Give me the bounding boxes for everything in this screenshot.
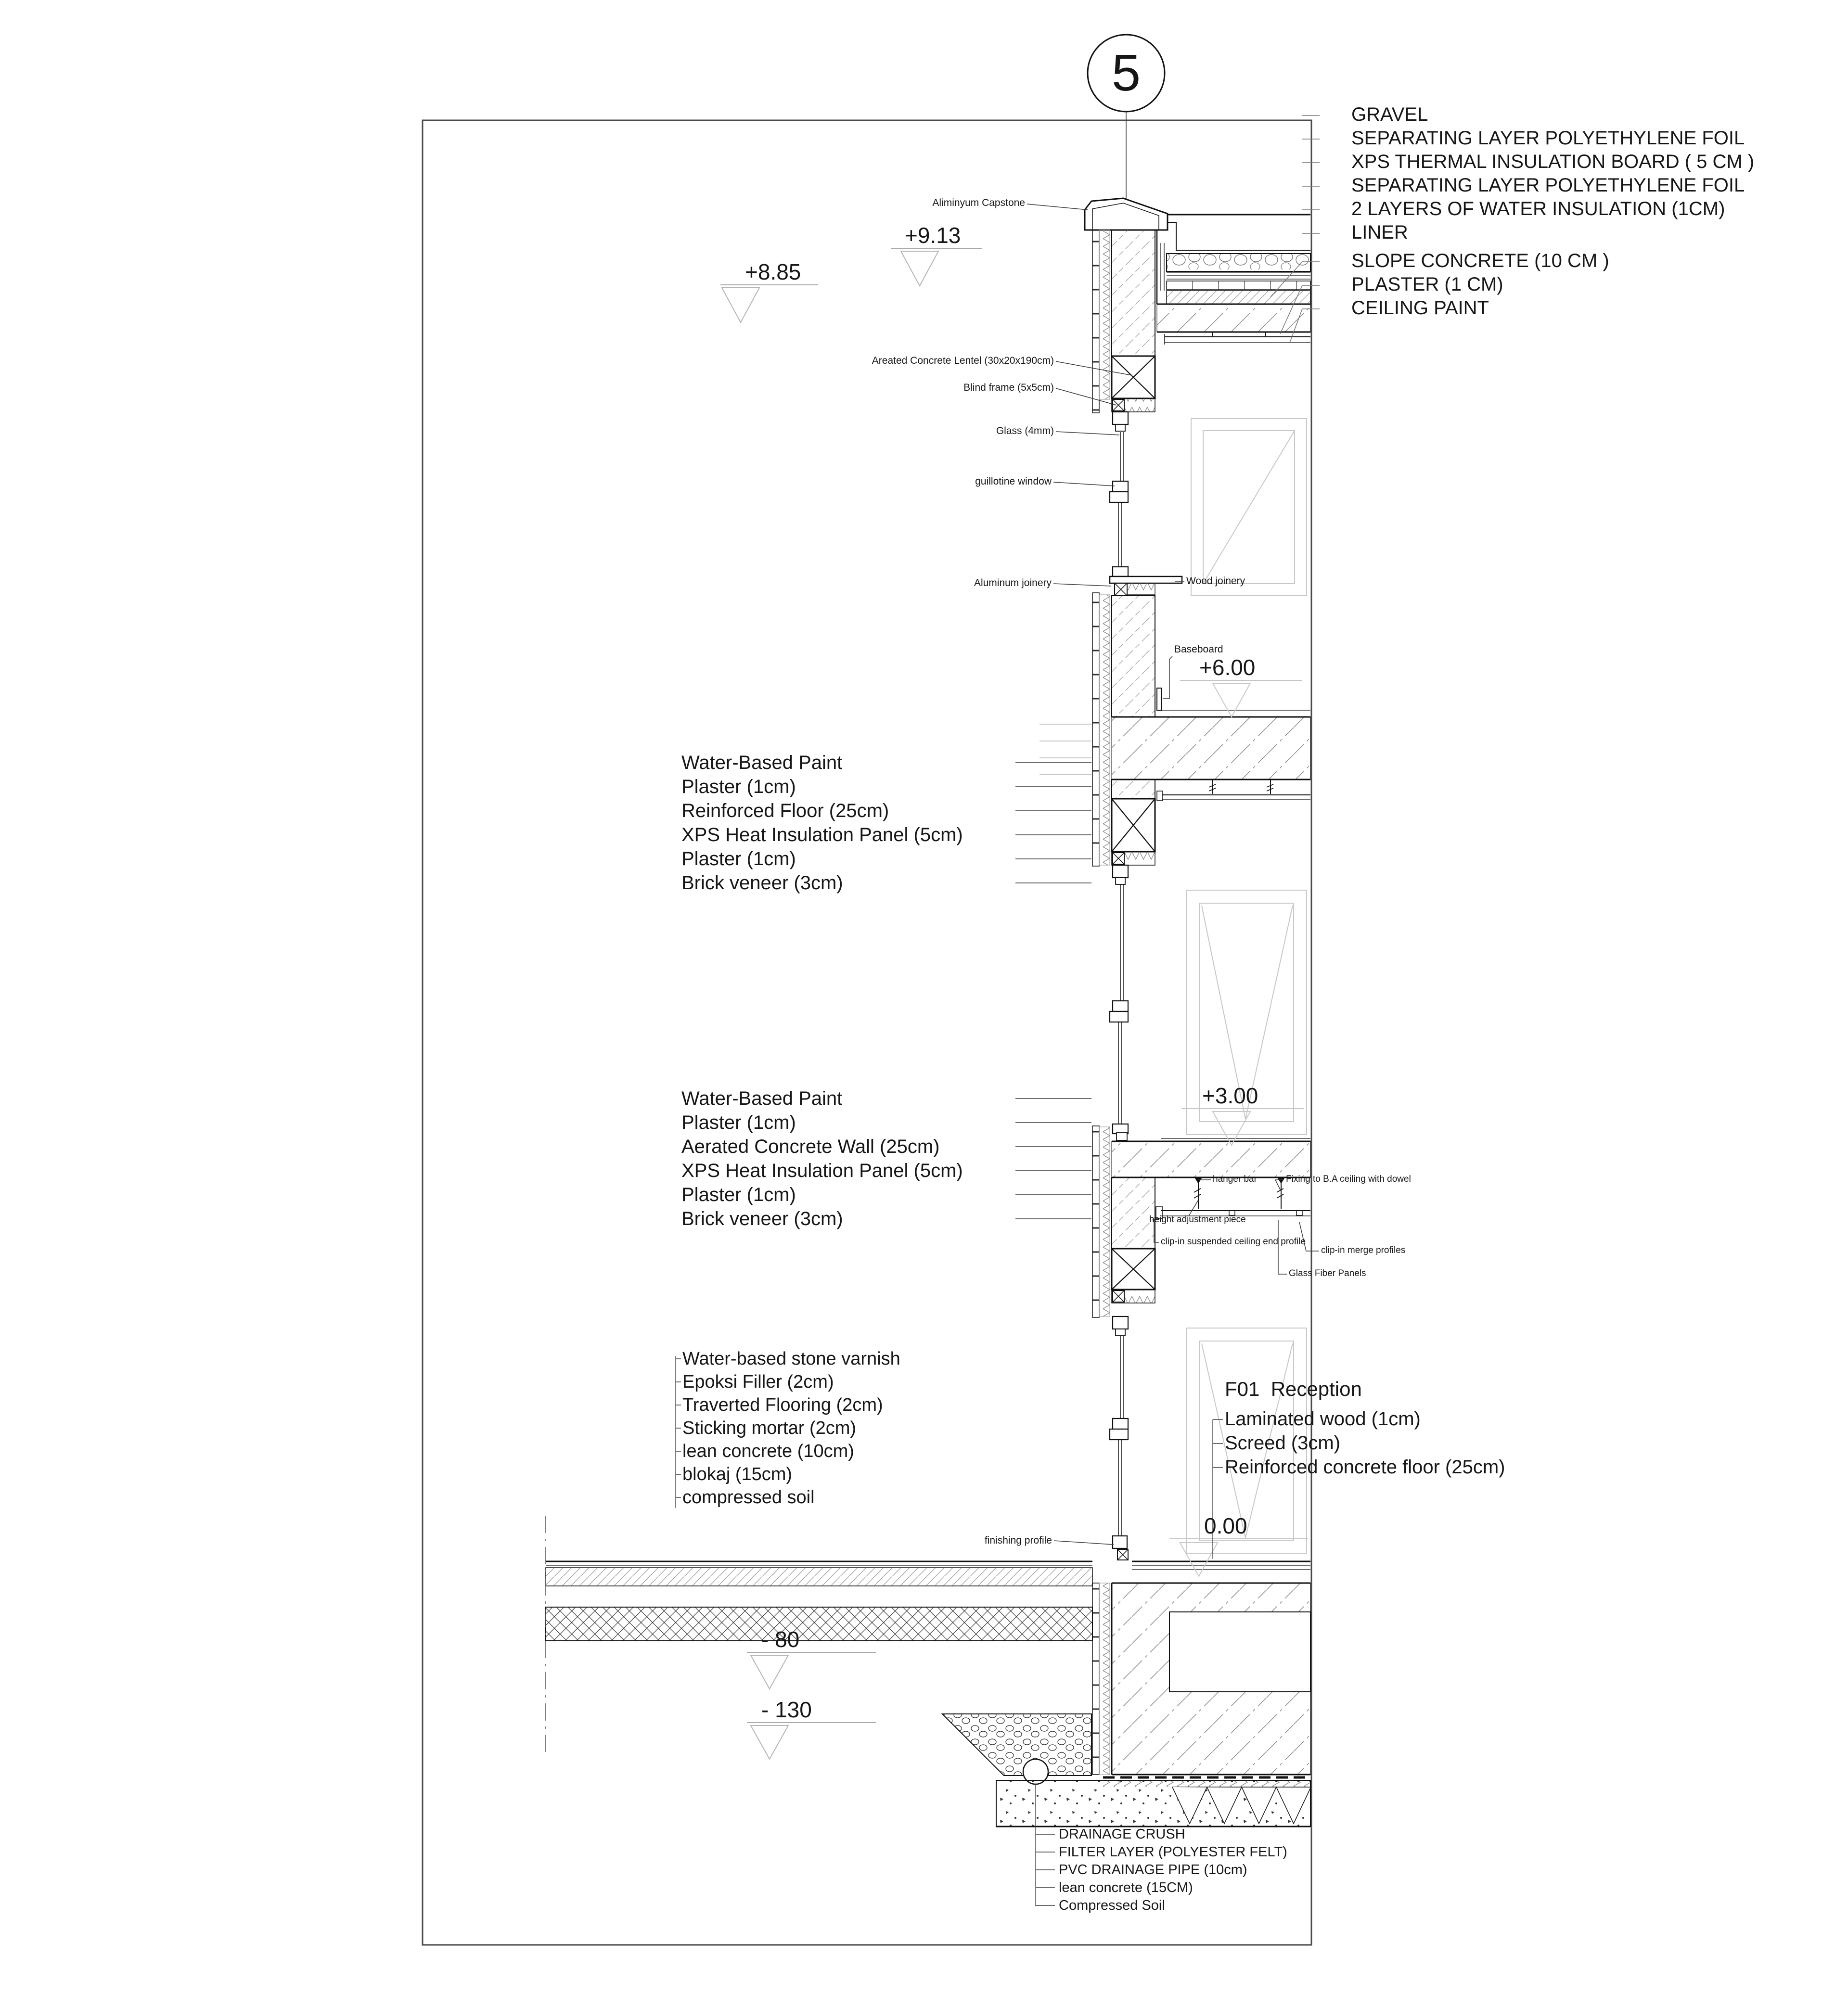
roof-layer: PLASTER (1 CM) [1351,274,1503,295]
roof-layer: LINER [1351,222,1408,243]
lower-wall-layer-list: Water-Based Paint Plaster (1cm) Aerated … [681,1086,963,1231]
reception-layer: Screed (3cm) [1225,1432,1341,1454]
upper-wall-layer-list: Water-Based Paint Plaster (1cm) Reinforc… [681,751,963,895]
floor-layer: compressed soil [682,1487,815,1508]
floor-layer: Traverted Flooring (2cm) [682,1395,883,1415]
foundation-layer: FILTER LAYER (POLYESTER FELT) [1059,1844,1287,1860]
wall-layer: Plaster (1cm) [681,848,796,869]
roof-layer: CEILING PAINT [1351,297,1489,319]
wall-layer: Aerated Concrete Wall (25cm) [681,1136,940,1157]
callout-blind-frame: Blind frame (5x5cm) [963,382,1054,393]
xps-insulation-strips [1099,230,1110,1775]
room-title: F01 Reception [1225,1378,1362,1400]
roof-layer: XPS THERMAL INSULATION BOARD ( 5 CM ) [1351,151,1755,172]
roof-layer: SEPARATING LAYER POLYETHYLENE FOIL [1351,175,1745,196]
wall-layer: Plaster (1cm) [681,1112,796,1133]
detail-number: 5 [1111,43,1141,102]
callout-guillotine: guillotine window [975,476,1052,487]
exterior-ground-buildup [545,1516,1093,1785]
level-minus-80: - 80 [761,1627,800,1652]
roof-layer: SEPARATING LAYER POLYETHYLENE FOIL [1351,128,1745,149]
roof-layer: GRAVEL [1351,104,1428,125]
blind-frame-bands [1111,398,1155,1303]
floor-slabs [1111,716,1311,1178]
foundation-layer: lean concrete (15CM) [1059,1880,1193,1895]
parapet-capstone [1084,197,1168,231]
callout-finishing-profile: finishing profile [984,1535,1052,1546]
level-minus-130: - 130 [761,1697,812,1722]
wall-layer: XPS Heat Insulation Panel (5cm) [681,1160,963,1181]
roof-suspended-ceiling [1164,332,1310,345]
aerated-concrete-lintels [1111,355,1156,1290]
wall-layer: Plaster (1cm) [681,1184,796,1205]
foundation-layer: Compressed Soil [1059,1898,1165,1913]
callout-capstone: Aliminyum Capstone [932,197,1025,208]
callout-wood-joinery: Wood joinery [1186,575,1245,587]
reception-layer: Reinforced concrete floor (25cm) [1225,1457,1505,1478]
reception-block: F01 Reception Laminated wood (1cm) Scree… [1225,1377,1505,1479]
foundation-layer: PVC DRAINAGE PIPE (10cm) [1059,1862,1247,1878]
level-zero: 0.00 [1204,1513,1247,1538]
wall-layer: Water-Based Paint [681,1088,843,1109]
wall-layer: Brick veneer (3cm) [681,1208,843,1229]
roof-layer: SLOPE CONCRETE (10 CM ) [1351,250,1609,271]
ceiling-plus6 [1156,779,1310,801]
level-plus-300: +3.00 [1202,1083,1258,1108]
wall-layer: Plaster (1cm) [681,776,796,797]
level-plus-913: +9.13 [905,223,961,248]
foundation-layer-list: DRAINAGE CRUSH FILTER LAYER (POLYESTER F… [1059,1826,1287,1915]
floor-layer: blokaj (15cm) [682,1464,793,1484]
level-plus-885: +8.85 [745,259,801,284]
wall-layer: Brick veneer (3cm) [681,872,843,894]
ceiling-plus3 [1155,1177,1310,1219]
floor-layer: lean concrete (10cm) [682,1441,854,1461]
level-markers [720,248,1308,1761]
ground-floor-layer-list: Water-based stone varnish Epoksi Filler … [682,1347,900,1509]
callout-glass-fiber-panels: Glass Fiber Panels [1289,1268,1366,1278]
roof-layer: 2 LAYERS OF WATER INSULATION (1CM) [1351,198,1725,219]
roof-buildup [1156,214,1311,333]
floor-layer: Sticking mortar (2cm) [682,1418,857,1438]
callout-glass: Glass (4mm) [996,425,1054,436]
subbase-bands [996,1780,1311,1827]
floor-layer: Epoksi Filler (2cm) [682,1372,834,1392]
callout-clip-merge-profiles: clip-in merge profiles [1321,1245,1406,1255]
reception-layer: Laminated wood (1cm) [1225,1408,1421,1430]
callout-clip-end-profile: clip-in suspended ceiling end profile [1161,1237,1306,1247]
detail-bubble-symbol [1087,34,1166,202]
callout-fixing-dowel: Fixing to B.A ceiling with dowel [1286,1174,1411,1184]
level-plus-600: +6.00 [1199,655,1256,680]
window-projections [1040,418,1307,1554]
foundation [1103,1582,1311,1787]
callout-baseboard: Baseboard [1174,644,1223,655]
floor-layer: Water-based stone varnish [682,1349,900,1369]
wall-layer: Water-Based Paint [681,752,843,773]
leader-lines [675,115,1320,1906]
wall-layer: XPS Heat Insulation Panel (5cm) [681,824,963,845]
foundation-layer: DRAINAGE CRUSH [1059,1827,1185,1842]
drawing-frame [422,119,1312,1946]
callout-height-adjustment: height adjustment piece [1149,1214,1246,1225]
brick-veneer-strips [1092,230,1100,1775]
callout-lentel: Areated Concrete Lentel (30x20x190cm) [872,355,1054,366]
roof-layer-list: GRAVEL SEPARATING LAYER POLYETHYLENE FOI… [1351,103,1754,320]
callout-hanger-bar: hanger bar [1213,1174,1257,1184]
window-sections [1109,411,1183,1560]
wall-layer: Reinforced Floor (25cm) [681,800,889,821]
callout-aluminum-joinery: Aluminum joinery [974,577,1052,588]
interior-floor-zero [1132,1560,1310,1570]
